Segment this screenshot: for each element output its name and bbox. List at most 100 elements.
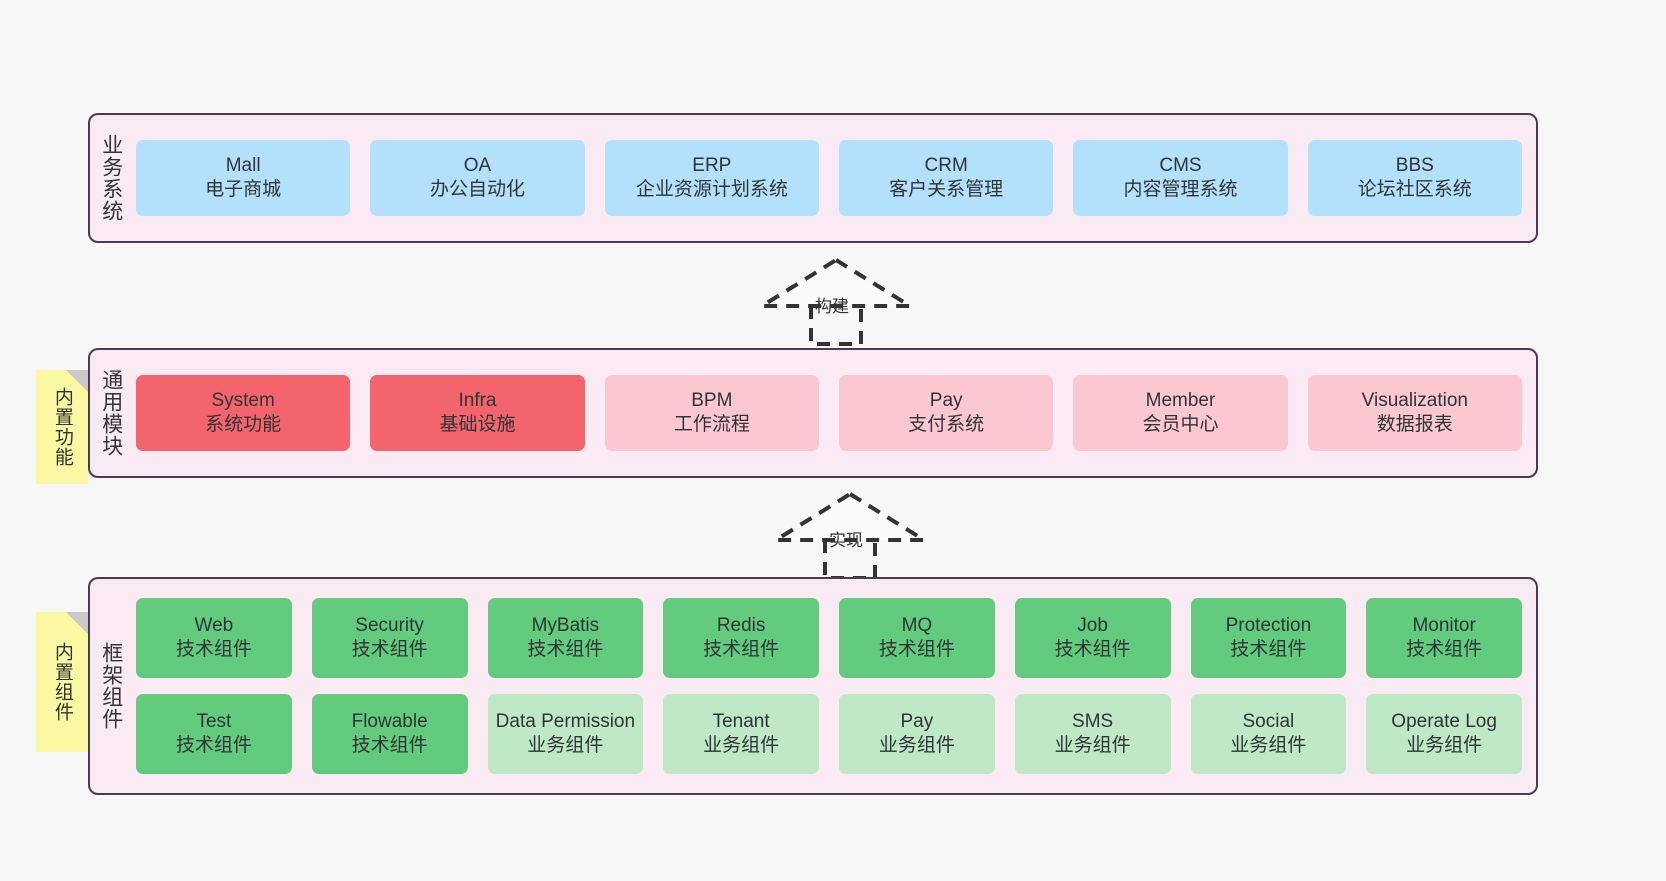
layer-business-title: 业务系统 (99, 134, 123, 222)
node-flowable-name: Flowable (351, 710, 428, 732)
node-crm[interactable]: CRM 客户关系管理 (838, 140, 1054, 216)
node-data-permission[interactable]: Data Permission 业务组件 (487, 694, 644, 774)
node-bpm-desc: 工作流程 (673, 414, 750, 435)
node-crm-name: CRM (924, 154, 968, 176)
node-mall-name: Mall (225, 154, 261, 176)
layer-framework-component: 框架组件 Web 技术组件 Security 技术组件 MyBatis 技术组件… (88, 577, 1538, 795)
node-job-desc: 技术组件 (1054, 639, 1131, 660)
node-bbs-name: BBS (1395, 154, 1434, 176)
node-mall[interactable]: Mall 电子商城 (136, 140, 351, 216)
node-cms-name: CMS (1159, 154, 1202, 176)
node-protection-desc: 技术组件 (1230, 639, 1307, 660)
node-infra-name: Infra (458, 389, 497, 411)
business-row: Mall 电子商城 OA 办公自动化 ERP 企业资源计划系统 CRM 客户关系… (136, 140, 1522, 216)
node-system[interactable]: System 系统功能 (136, 375, 351, 451)
node-job-name: Job (1077, 614, 1108, 636)
node-test-desc: 技术组件 (175, 735, 252, 756)
node-social[interactable]: Social 业务组件 (1190, 694, 1347, 774)
connector-implement-label: 实现 (829, 531, 863, 550)
node-redis[interactable]: Redis 技术组件 (663, 598, 819, 678)
node-data-permission-name: Data Permission (495, 710, 636, 732)
node-oa-name: OA (463, 154, 492, 176)
node-cms-desc: 内容管理系统 (1123, 179, 1238, 200)
connector-implement-arrow: 实现 (770, 490, 930, 582)
node-operate-log-name: Operate Log (1391, 710, 1497, 732)
node-data-permission-desc: 业务组件 (527, 735, 604, 756)
node-security-desc: 技术组件 (351, 639, 428, 660)
node-crm-desc: 客户关系管理 (889, 179, 1004, 200)
node-visualization[interactable]: Visualization 数据报表 (1307, 375, 1522, 451)
node-member-name: Member (1145, 389, 1216, 411)
node-test-name: Test (196, 710, 232, 732)
node-sms[interactable]: SMS 业务组件 (1014, 694, 1171, 774)
node-mall-desc: 电子商城 (205, 179, 282, 200)
node-operate-log-desc: 业务组件 (1406, 735, 1483, 756)
node-member-desc: 会员中心 (1142, 414, 1219, 435)
node-erp-name: ERP (692, 154, 732, 176)
layer-framework-title: 框架组件 (99, 642, 123, 730)
layer-common-body: System 系统功能 Infra 基础设施 BPM 工作流程 Pay 支付系统… (132, 350, 1536, 476)
node-mq[interactable]: MQ 技术组件 (839, 598, 995, 678)
node-visualization-desc: 数据报表 (1376, 414, 1453, 435)
node-bbs[interactable]: BBS 论坛社区系统 (1307, 140, 1522, 216)
node-oa-desc: 办公自动化 (429, 179, 525, 200)
node-test[interactable]: Test 技术组件 (136, 694, 292, 774)
node-visualization-name: Visualization (1361, 389, 1468, 411)
node-member[interactable]: Member 会员中心 (1073, 375, 1288, 451)
node-social-name: Social (1242, 710, 1295, 732)
node-job[interactable]: Job 技术组件 (1014, 598, 1171, 678)
common-row: System 系统功能 Infra 基础设施 BPM 工作流程 Pay 支付系统… (136, 375, 1522, 451)
node-oa[interactable]: OA 办公自动化 (370, 140, 585, 216)
node-erp[interactable]: ERP 企业资源计划系统 (604, 140, 819, 216)
node-tenant[interactable]: Tenant 业务组件 (663, 694, 819, 774)
node-cms[interactable]: CMS 内容管理系统 (1073, 140, 1288, 216)
node-web-desc: 技术组件 (175, 639, 252, 660)
node-tenant-name: Tenant (712, 710, 770, 732)
layer-business-body: Mall 电子商城 OA 办公自动化 ERP 企业资源计划系统 CRM 客户关系… (132, 115, 1536, 241)
layer-business-system: 业务系统 Mall 电子商城 OA 办公自动化 ERP 企业资源计划系统 CRM… (88, 113, 1538, 243)
node-flowable-desc: 技术组件 (351, 735, 428, 756)
node-protection-name: Protection (1225, 614, 1312, 636)
node-security[interactable]: Security 技术组件 (311, 598, 468, 678)
node-infra[interactable]: Infra 基础设施 (370, 375, 585, 451)
node-operate-log[interactable]: Operate Log 业务组件 (1366, 694, 1522, 774)
node-monitor[interactable]: Monitor 技术组件 (1366, 598, 1522, 678)
node-mq-name: MQ (901, 614, 933, 636)
connector-build-arrow: 构建 (756, 256, 916, 348)
node-pay-component-desc: 业务组件 (878, 735, 955, 756)
node-monitor-desc: 技术组件 (1406, 639, 1483, 660)
connector-build-label: 构建 (815, 297, 849, 316)
node-system-desc: 系统功能 (205, 414, 282, 435)
node-pay-module-name: Pay (929, 389, 963, 411)
node-erp-desc: 企业资源计划系统 (635, 179, 788, 200)
node-mybatis-name: MyBatis (531, 614, 600, 636)
note-builtin-features: 内置功能 (36, 370, 88, 484)
node-bpm[interactable]: BPM 工作流程 (604, 375, 819, 451)
node-flowable[interactable]: Flowable 技术组件 (311, 694, 468, 774)
layer-common-title: 通用模块 (99, 369, 123, 457)
node-web[interactable]: Web 技术组件 (136, 598, 292, 678)
node-mybatis-desc: 技术组件 (527, 639, 604, 660)
node-web-name: Web (194, 614, 234, 636)
node-pay-module[interactable]: Pay 支付系统 (838, 375, 1054, 451)
node-redis-name: Redis (716, 614, 766, 636)
note-builtin-components: 内置组件 (36, 612, 88, 752)
layer-framework-body: Web 技术组件 Security 技术组件 MyBatis 技术组件 Redi… (132, 579, 1536, 793)
node-bpm-name: BPM (691, 389, 733, 411)
node-security-name: Security (355, 614, 424, 636)
node-pay-component[interactable]: Pay 业务组件 (839, 694, 995, 774)
node-redis-desc: 技术组件 (703, 639, 780, 660)
node-sms-desc: 业务组件 (1054, 735, 1131, 756)
node-protection[interactable]: Protection 技术组件 (1190, 598, 1347, 678)
node-mybatis[interactable]: MyBatis 技术组件 (487, 598, 644, 678)
framework-row-tech: Web 技术组件 Security 技术组件 MyBatis 技术组件 Redi… (136, 598, 1522, 678)
layer-common-module: 通用模块 System 系统功能 Infra 基础设施 BPM 工作流程 Pay… (88, 348, 1538, 478)
node-pay-module-desc: 支付系统 (908, 414, 985, 435)
framework-row-business: Test 技术组件 Flowable 技术组件 Data Permission … (136, 694, 1522, 774)
note-builtin-features-label: 内置功能 (51, 387, 73, 467)
node-tenant-desc: 业务组件 (703, 735, 780, 756)
node-monitor-name: Monitor (1412, 614, 1476, 636)
note-builtin-components-label: 内置组件 (51, 642, 73, 722)
node-social-desc: 业务组件 (1230, 735, 1307, 756)
